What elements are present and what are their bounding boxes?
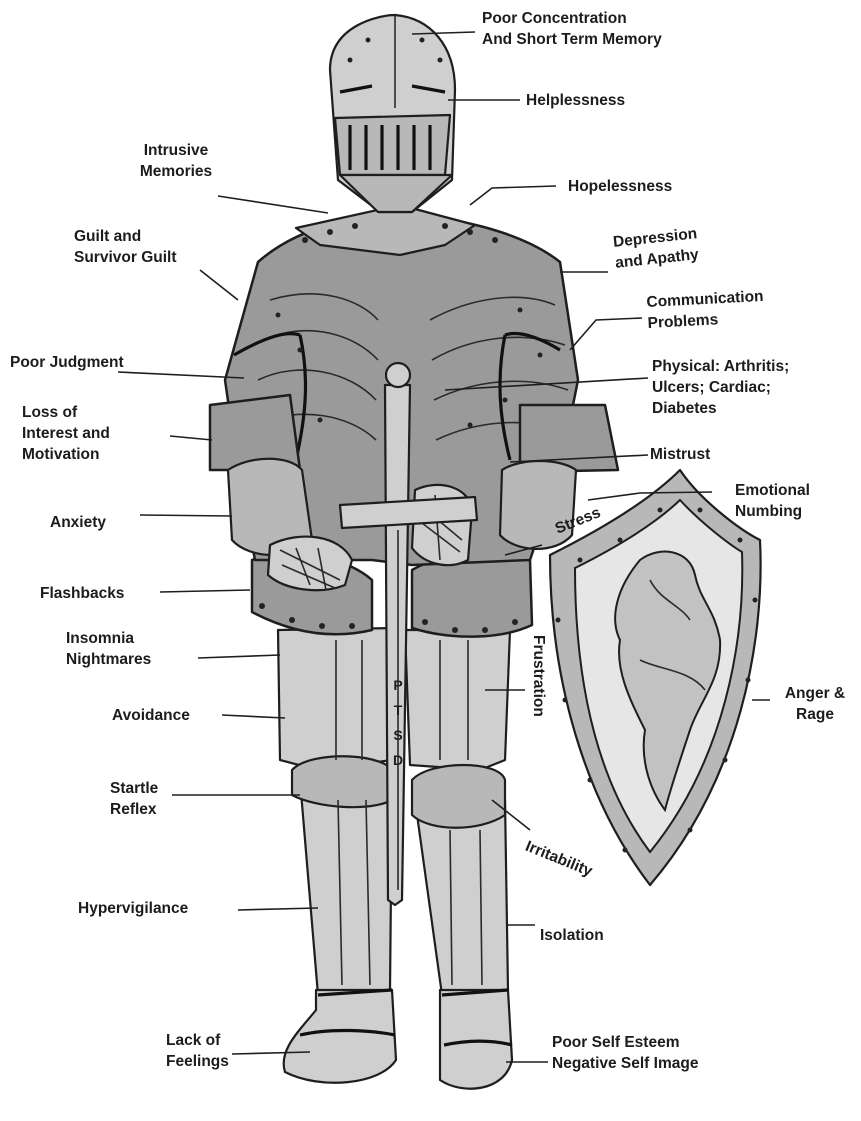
sword-letter-t: T: [394, 702, 403, 718]
label-isolation: Isolation: [540, 925, 604, 946]
leader-poor-judgment: [118, 372, 244, 378]
label-hopelessness: Hopelessness: [568, 176, 672, 197]
leader-anxiety: [140, 515, 232, 516]
label-flashbacks: Flashbacks: [40, 583, 124, 604]
leader-flashbacks: [160, 590, 250, 592]
leader-hopelessness: [470, 186, 556, 205]
leader-avoidance: [222, 715, 285, 718]
sword-letter-p: P: [393, 677, 402, 693]
helmet: [330, 15, 455, 212]
label-mistrust: Mistrust: [650, 444, 710, 465]
label-frustration: Frustration: [528, 635, 549, 717]
label-avoidance: Avoidance: [112, 705, 190, 726]
sword-letter-s: S: [393, 727, 402, 743]
right-leg: [405, 630, 512, 1089]
leader-loss-of-interest: [170, 436, 212, 440]
label-hypervigilance: Hypervigilance: [78, 898, 188, 919]
label-physical: Physical: Arthritis;Ulcers; Cardiac;Diab…: [652, 356, 789, 419]
label-helplessness: Helplessness: [526, 90, 625, 111]
label-anxiety: Anxiety: [50, 512, 106, 533]
leader-communication: [570, 318, 642, 350]
leader-intrusive-memories: [218, 196, 328, 213]
leader-insomnia: [198, 655, 280, 658]
shield: [550, 470, 761, 885]
leader-hypervigilance: [238, 908, 318, 910]
label-poor-judgment: Poor Judgment: [10, 352, 124, 373]
left-leg: [278, 628, 396, 1083]
sword-letter-d: D: [393, 752, 403, 768]
label-anger: Anger &Rage: [770, 683, 860, 725]
leader-guilt: [200, 270, 238, 300]
